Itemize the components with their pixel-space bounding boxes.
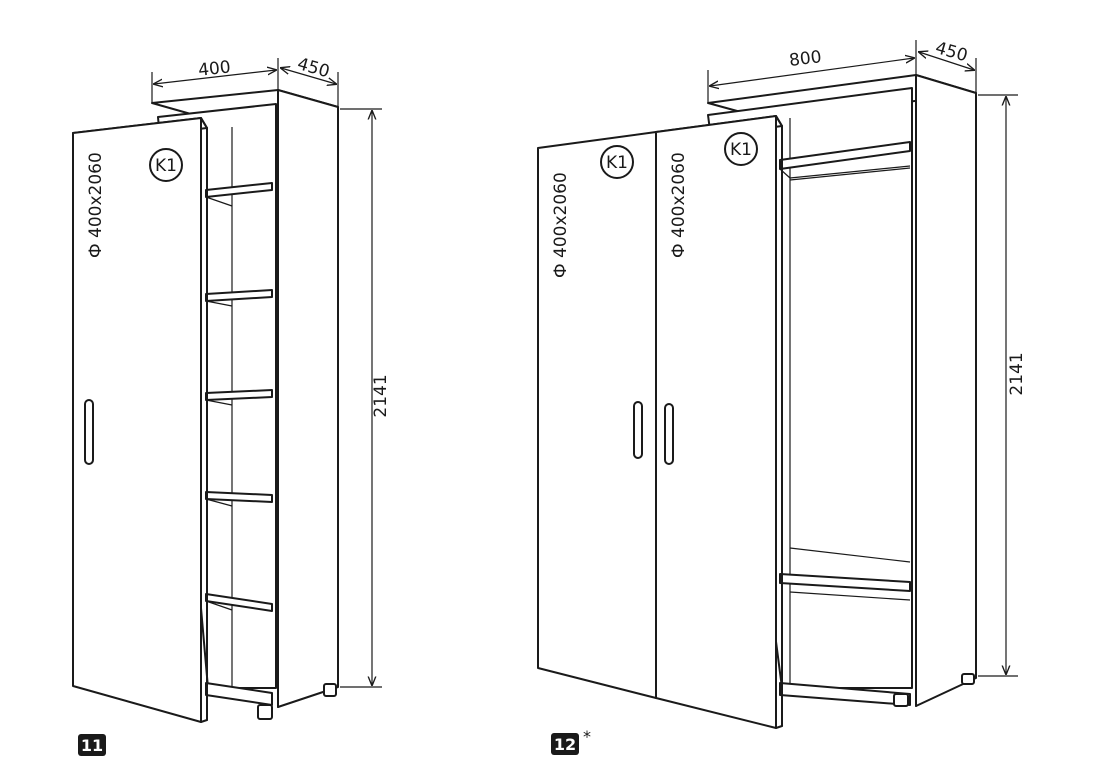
depth-dim-11: 450 [295,54,332,82]
door-tag-12-right: K1 [730,140,752,160]
foot-12b [961,673,975,685]
width-dim-11: 400 [197,57,231,80]
dimensions-12: 800 450 2141 [707,38,1027,677]
figure-11: Ф 400x2060 K1 400 450 2141 11 [72,54,391,756]
badge-asterisk-12: * [583,727,591,746]
foot-12a [893,693,909,707]
door-label-11: Ф 400x2060 [86,152,106,258]
badge-text-11: 11 [81,736,103,755]
door-tag-circle-11 [149,148,183,182]
height-dim-12: 2141 [1007,352,1027,395]
foot-11b [323,683,337,697]
figure-badge-12: 12 * [551,727,591,755]
door-12-right: Ф 400x2060 K1 [655,115,783,729]
door-tag-circle-12-right [724,132,758,166]
door-tag-11: K1 [155,156,177,176]
door-tag-12-left: K1 [606,153,628,173]
door-11: Ф 400x2060 K1 [72,117,208,723]
handle-11 [84,399,94,465]
door-tag-circle-12-left [600,145,634,179]
door-label-12-right: Ф 400x2060 [669,152,689,258]
width-dim-12: 800 [788,47,823,71]
dimensions-11: 400 450 2141 [151,54,391,688]
handle-12-right [664,403,674,465]
figure-12: Ф 400x2060 K1 Ф 400x2060 K1 800 450 [537,38,1027,755]
door-12-left: Ф 400x2060 K1 [537,131,657,699]
door-label-12-left: Ф 400x2060 [551,172,571,278]
badge-text-12: 12 [554,735,576,754]
depth-dim-12: 450 [933,38,970,66]
foot-11a [257,704,273,720]
height-dim-11: 2141 [371,374,391,417]
handle-12-left [633,401,643,459]
figure-badge-11: 11 [78,734,106,756]
